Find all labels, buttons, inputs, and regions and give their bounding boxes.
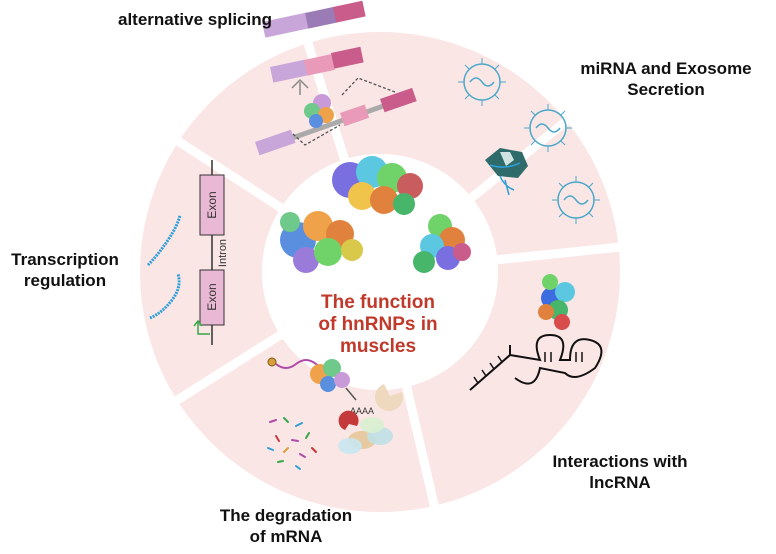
protein-blob-icon xyxy=(310,359,350,392)
center-title-line2: of hnRNPs in xyxy=(318,314,438,335)
lncrna-illustration xyxy=(469,274,603,391)
rna-strand-icon xyxy=(146,214,182,267)
label-lncrna-line2: lncRNA xyxy=(589,473,651,492)
protein-blob-icon xyxy=(413,214,471,273)
center-proteins xyxy=(280,156,471,273)
label-lncrna-interactions: Interactions with lncRNA xyxy=(540,451,700,493)
label-degradation-line1: The degradation xyxy=(219,506,353,525)
hairpin-icon xyxy=(469,333,603,391)
exon-label-top: Exon xyxy=(205,191,219,218)
label-degradation-line2: of mRNA xyxy=(249,527,323,546)
label-lncrna-line1: Interactions with xyxy=(552,452,688,471)
label-mirna-line2: Secretion xyxy=(627,80,705,99)
rna-strand-icon xyxy=(149,273,181,320)
exosome-icon xyxy=(552,176,600,224)
splicing-illustration xyxy=(255,0,417,156)
intron-label: Intron xyxy=(217,239,229,267)
protein-blob-icon xyxy=(280,211,363,273)
polya-tail: AAAA xyxy=(350,406,374,416)
transcription-illustration: Exon Intron Exon xyxy=(146,160,229,345)
label-transcription-line2: regulation xyxy=(23,271,107,290)
label-mrna-degradation: The degradation of mRNA xyxy=(206,505,366,547)
exosome-icon xyxy=(524,104,572,152)
center-title-line1: The function xyxy=(321,292,435,313)
degradation-illustration: AAAA xyxy=(267,357,403,470)
mirna-protein-icon xyxy=(485,148,528,196)
center-title: The function of hnRNPs in muscles xyxy=(278,292,478,358)
protein-blob-icon xyxy=(304,94,334,128)
cap-icon xyxy=(267,357,277,367)
promoter-arrow-icon xyxy=(193,319,210,335)
pacman-enzyme-icon xyxy=(374,384,403,412)
label-mirna-line1: miRNA and Exosome xyxy=(580,59,752,78)
label-transcription-regulation: Transcription regulation xyxy=(3,249,127,291)
label-transcription-line1: Transcription xyxy=(11,250,119,269)
protein-blob-icon xyxy=(538,274,575,330)
exosome-icon xyxy=(458,58,506,106)
label-mirna-exosome: miRNA and Exosome Secretion xyxy=(578,58,754,100)
center-title-line3: muscles xyxy=(339,336,417,357)
protein-blob-icon xyxy=(332,156,423,215)
exosome-group xyxy=(458,58,600,224)
label-alternative-splicing: alternative splicing xyxy=(118,10,272,29)
exon-label-bottom: Exon xyxy=(205,283,219,310)
